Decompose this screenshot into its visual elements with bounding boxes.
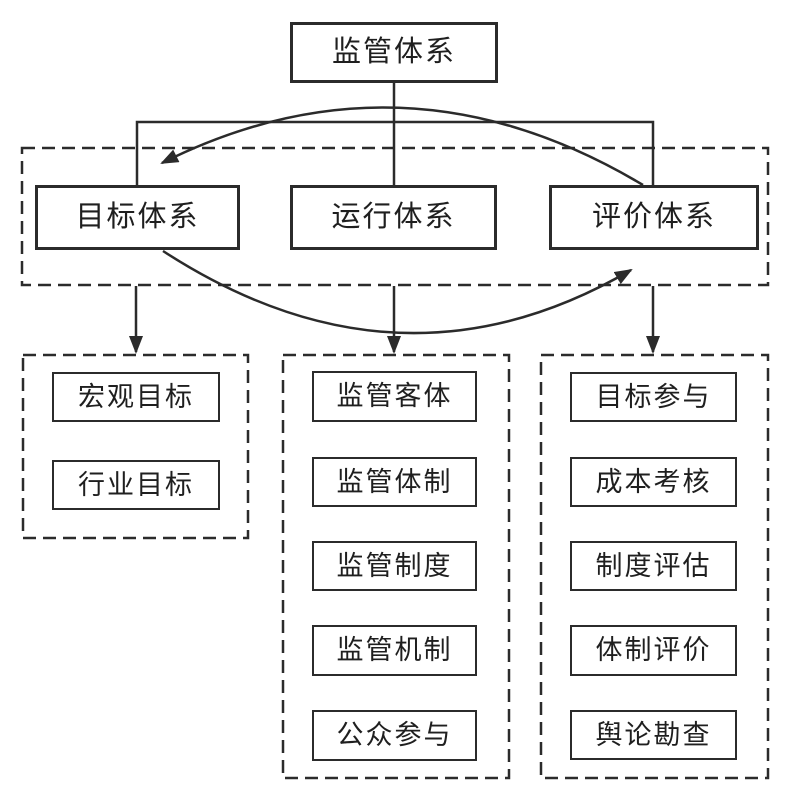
root-box: 监管体系: [290, 22, 498, 83]
goal-system-box: 目标体系: [35, 185, 240, 250]
institution-evaluation-box: 制度评估: [570, 541, 737, 591]
macro-goal-box: 宏观目标: [52, 372, 220, 422]
public-opinion-survey-box: 舆论勘查: [570, 710, 737, 760]
evaluation-group-dashed-container: [539, 353, 770, 780]
connector-root-branch: [135, 120, 655, 185]
evaluation-system-box: 评价体系: [549, 185, 759, 250]
regulation-institution-box: 监管制度: [312, 541, 477, 591]
cost-assessment-box: 成本考核: [570, 457, 737, 507]
goal-group-dashed-container: [21, 353, 250, 540]
regulation-object-box: 监管客体: [312, 371, 477, 422]
operation-system-box: 运行体系: [290, 185, 497, 250]
operation-group-dashed-container: [281, 353, 511, 780]
structure-evaluation-box: 体制评价: [570, 625, 737, 676]
arrow-evaluation-to-goal: [160, 106, 644, 187]
industry-goal-box: 行业目标: [52, 460, 220, 510]
public-participation-box: 公众参与: [312, 710, 477, 761]
arrow-goal-to-evaluation: [162, 249, 633, 335]
regulation-structure-box: 监管体制: [312, 457, 477, 507]
goal-participation-box: 目标参与: [570, 372, 737, 422]
regulation-mechanism-box: 监管机制: [312, 625, 477, 676]
